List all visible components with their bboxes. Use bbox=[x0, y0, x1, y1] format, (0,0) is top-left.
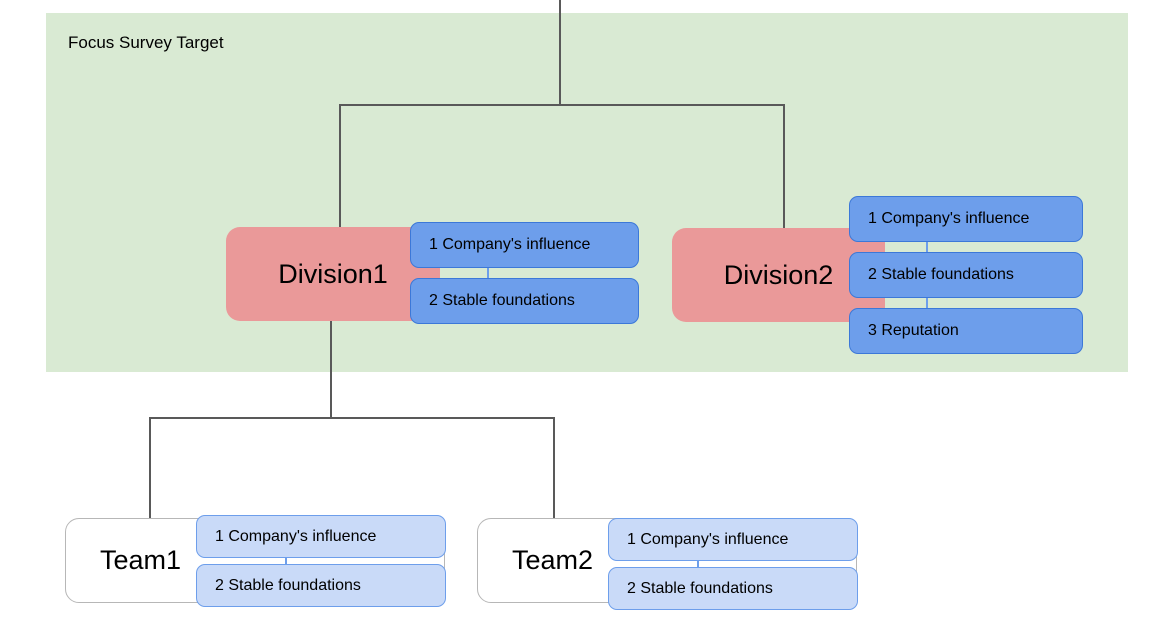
connector-drop-team1 bbox=[149, 417, 151, 519]
chip-division2-attribute-1-label: 1 Company's influence bbox=[868, 210, 1030, 227]
connector-team-split-bar bbox=[149, 417, 555, 419]
chip-division2-attribute-1[interactable]: 1 Company's influence bbox=[849, 196, 1083, 242]
connector-drop-division2 bbox=[783, 104, 785, 228]
chip-link-division2-b bbox=[926, 294, 928, 310]
chip-team1-attribute-2[interactable]: 2 Stable foundations bbox=[196, 564, 446, 607]
chip-division2-attribute-2[interactable]: 2 Stable foundations bbox=[849, 252, 1083, 298]
node-division2-label: Division2 bbox=[723, 259, 834, 290]
chip-division1-attribute-1[interactable]: 1 Company's influence bbox=[410, 222, 639, 268]
chip-team2-attribute-1[interactable]: 1 Company's influence bbox=[608, 518, 858, 561]
chip-division1-attribute-1-label: 1 Company's influence bbox=[429, 236, 591, 253]
chip-link-division1 bbox=[487, 264, 489, 280]
chip-team2-attribute-1-label: 1 Company's influence bbox=[627, 530, 789, 548]
connector-root-stem bbox=[559, 0, 561, 105]
chip-division2-attribute-2-label: 2 Stable foundations bbox=[868, 266, 1014, 283]
node-team1-label: Team1 bbox=[100, 545, 182, 575]
chip-link-division2-a bbox=[926, 238, 928, 254]
chip-team1-attribute-2-label: 2 Stable foundations bbox=[215, 576, 361, 594]
chip-division1-attribute-2[interactable]: 2 Stable foundations bbox=[410, 278, 639, 324]
node-division1[interactable]: Division1 bbox=[226, 227, 440, 321]
chip-division1-attribute-2-label: 2 Stable foundations bbox=[429, 292, 575, 309]
chip-link-team1 bbox=[285, 554, 287, 568]
connector-division1-stem bbox=[330, 310, 332, 419]
chip-team1-attribute-1-label: 1 Company's influence bbox=[215, 527, 377, 545]
chip-team1-attribute-1[interactable]: 1 Company's influence bbox=[196, 515, 446, 558]
chip-division2-attribute-3-label: 3 Reputation bbox=[868, 322, 959, 339]
chip-division2-attribute-3[interactable]: 3 Reputation bbox=[849, 308, 1083, 354]
chip-team2-attribute-2-label: 2 Stable foundations bbox=[627, 579, 773, 597]
chip-link-team2 bbox=[697, 557, 699, 571]
connector-drop-team2 bbox=[553, 417, 555, 519]
node-team2-label: Team2 bbox=[512, 545, 594, 575]
chip-team2-attribute-2[interactable]: 2 Stable foundations bbox=[608, 567, 858, 610]
connector-division-split-bar bbox=[339, 104, 785, 106]
connector-drop-division1 bbox=[339, 104, 341, 228]
node-division1-label: Division1 bbox=[278, 258, 388, 289]
group-title: Focus Survey Target bbox=[68, 33, 224, 52]
